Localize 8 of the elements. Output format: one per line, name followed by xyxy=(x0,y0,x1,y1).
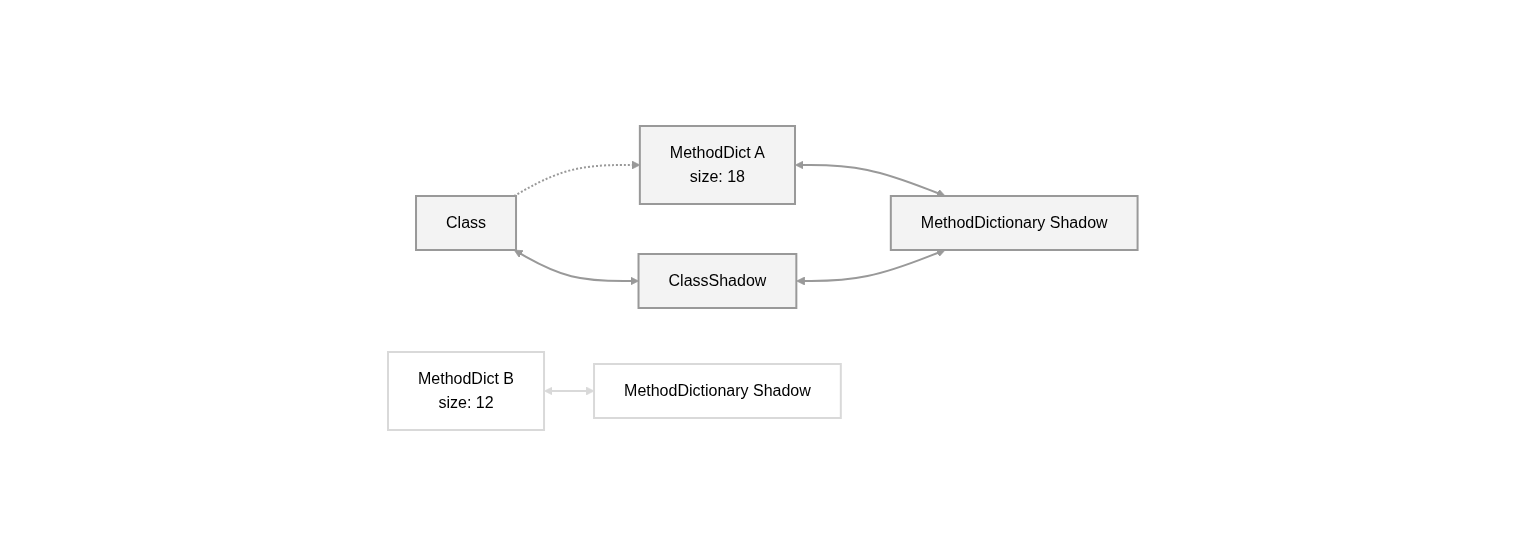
node-box: ClassShadow xyxy=(637,253,798,309)
node-box: MethodDict A size: 18 xyxy=(638,125,796,205)
arrow xyxy=(794,160,946,198)
node-box: MethodDictionary Shadow xyxy=(889,195,1139,251)
node-box: MethodDictionary Shadow xyxy=(592,363,842,419)
arrow xyxy=(513,249,639,286)
node-box: MethodDict B size: 12 xyxy=(386,351,545,431)
node-box: Class xyxy=(414,195,517,251)
